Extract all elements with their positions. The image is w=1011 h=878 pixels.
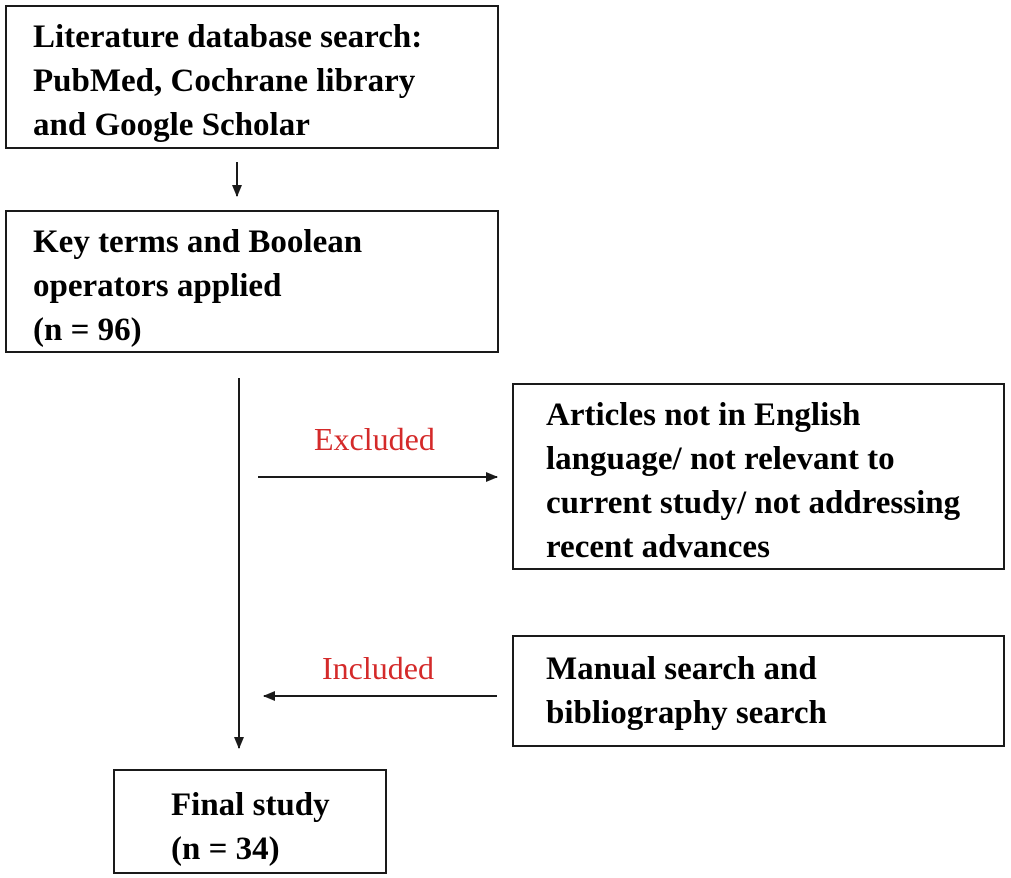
node-line: language/ not relevant to	[546, 441, 895, 477]
node-line: current study/ not addressing	[546, 485, 961, 521]
node-line: Key terms and Boolean	[33, 224, 363, 260]
node-key-terms: Key terms and Boolean operators applied …	[5, 210, 499, 353]
node-line: and Google Scholar	[33, 107, 310, 143]
node-line: bibliography search	[546, 695, 827, 731]
node-literature-search: Literature database search: PubMed, Coch…	[5, 5, 499, 149]
node-excluded-articles: Articles not in English language/ not re…	[512, 383, 1005, 570]
node-line: operators applied	[33, 268, 282, 304]
node-line: Manual search and	[546, 651, 817, 687]
node-manual-search: Manual search and bibliography search	[512, 635, 1005, 747]
node-line: (n = 34)	[171, 831, 280, 867]
node-line: Final study	[171, 787, 330, 823]
node-line: Literature database search:	[33, 19, 423, 55]
node-line: PubMed, Cochrane library	[33, 63, 416, 99]
edge-label-excluded: Excluded	[314, 421, 435, 457]
edge-label-included: Included	[322, 650, 434, 686]
node-final-study: Final study (n = 34)	[113, 769, 387, 874]
node-line: recent advances	[546, 529, 770, 565]
node-line: (n = 96)	[33, 312, 142, 348]
node-line: Articles not in English	[546, 397, 861, 433]
